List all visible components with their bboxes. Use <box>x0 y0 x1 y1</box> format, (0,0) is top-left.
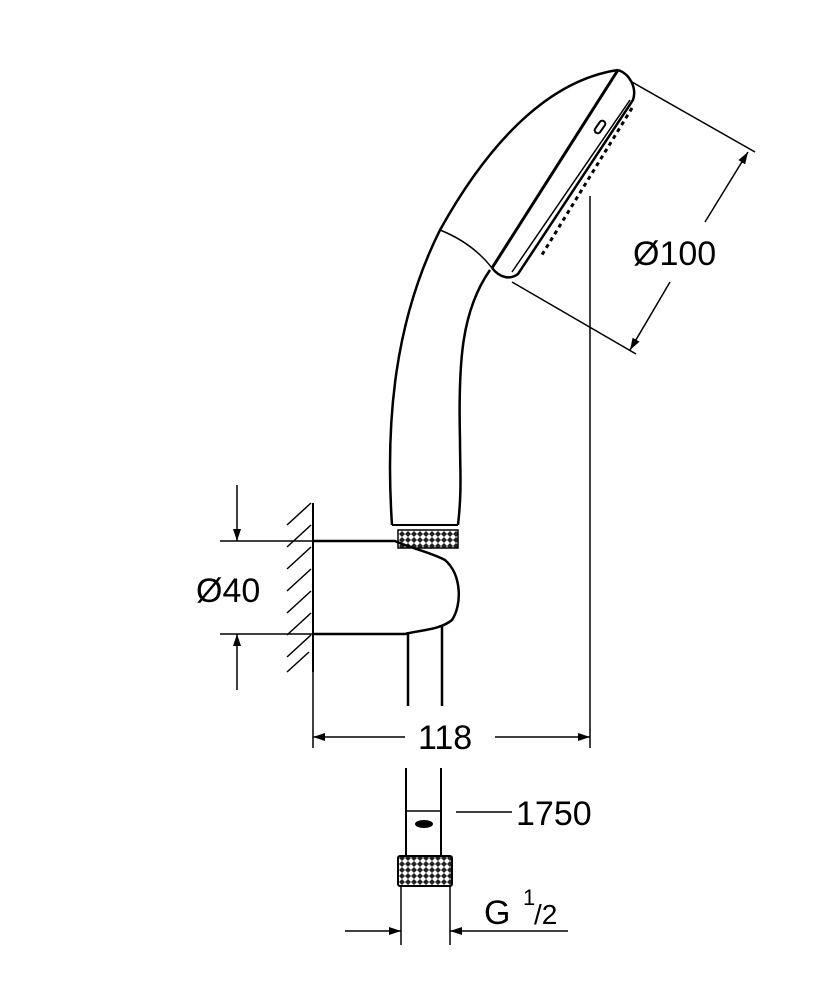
wall-hatching <box>286 502 312 673</box>
hose-upper <box>406 626 444 706</box>
thread-dimension: G 1 /2 <box>345 885 568 935</box>
wall-holder <box>313 539 461 636</box>
head-diameter-dimension: Ø100 <box>511 81 756 355</box>
hose-marking <box>415 820 433 828</box>
holder-diameter-label: Ø40 <box>196 572 260 610</box>
head-diameter-label: Ø100 <box>633 235 716 273</box>
projection-label: 118 <box>418 719 472 757</box>
thread-numerator: 1 <box>523 885 535 910</box>
hose-knurled-nut <box>397 855 453 887</box>
spray-nozzles <box>538 107 634 259</box>
indicator-mark <box>593 119 607 135</box>
thread-denominator: /2 <box>534 899 557 930</box>
projection-dimension: 118 <box>312 672 590 757</box>
hose-end <box>397 768 453 945</box>
handle-knurled-nut <box>397 529 459 549</box>
thread-prefix: G <box>484 894 510 932</box>
holder-diameter-dimension: Ø40 <box>196 485 313 690</box>
hose-length-label: 1750 <box>516 795 592 833</box>
hand-shower <box>388 68 636 526</box>
wall <box>286 502 314 673</box>
